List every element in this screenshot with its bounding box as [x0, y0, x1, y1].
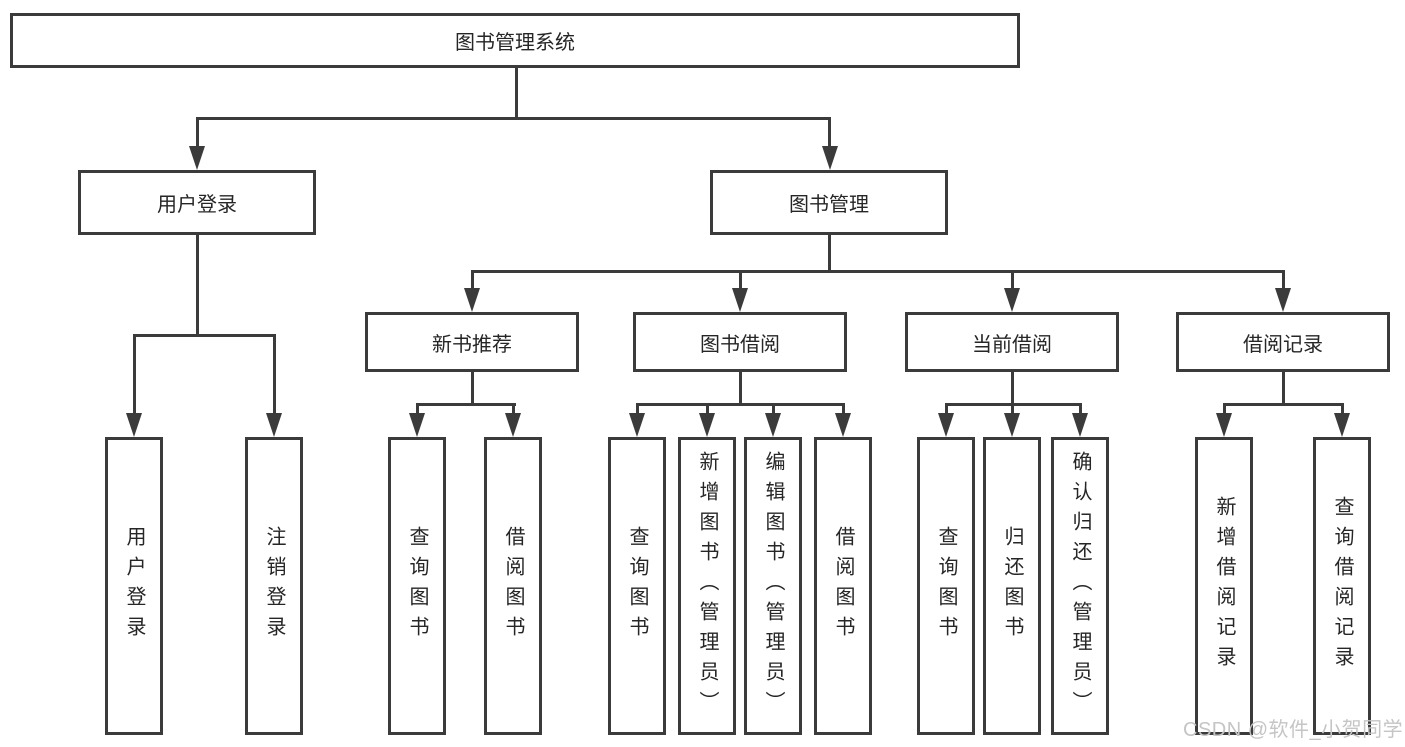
connector-drop — [1011, 403, 1014, 415]
arrowhead-down — [505, 413, 521, 437]
connector-recommend-rail — [416, 403, 516, 406]
arrowhead-down — [1004, 413, 1020, 437]
arrowhead-down — [409, 413, 425, 437]
node-current-borrow: 当前借阅 — [905, 312, 1119, 372]
node-new-book-recommend: 新书推荐 — [365, 312, 579, 372]
connector-drop — [1341, 403, 1344, 415]
arrowhead-down — [1216, 413, 1232, 437]
arrowhead-down — [835, 413, 851, 437]
connector-userlogin-stem — [196, 235, 199, 335]
connector-root-rail — [197, 117, 831, 120]
connector-recommend-stem — [471, 372, 474, 405]
arrowhead-down — [822, 146, 838, 170]
node-book-borrow: 图书借阅 — [633, 312, 847, 372]
connector-drop — [1011, 270, 1014, 290]
arrowhead-down — [464, 288, 480, 312]
arrowhead-down — [699, 413, 715, 437]
leaf-user-login: 用户登录 — [105, 437, 163, 735]
node-library-system: 图书管理系统 — [10, 13, 1020, 68]
connector-drop — [945, 403, 948, 415]
connector-drop — [1223, 403, 1226, 415]
connector-bookmgmt-rail — [471, 270, 1284, 273]
connector-records-stem — [1282, 372, 1285, 405]
arrowhead-down — [1275, 288, 1291, 312]
leaf-query-borrow-record: 查询借阅记录 — [1313, 437, 1371, 735]
leaf-add-book-admin: 新增图书（管理员） — [678, 437, 736, 735]
arrowhead-down — [1334, 413, 1350, 437]
arrowhead-down — [732, 288, 748, 312]
leaf-confirm-return-admin: 确认归还（管理员） — [1051, 437, 1109, 735]
connector-drop — [828, 117, 831, 147]
leaf-current-query-books: 查询图书 — [917, 437, 975, 735]
connector-drop — [739, 270, 742, 290]
arrowhead-down — [189, 146, 205, 170]
connector-borrow-rail — [636, 403, 845, 406]
arrowhead-down — [938, 413, 954, 437]
connector-bookmgmt-stem — [828, 235, 831, 273]
leaf-borrow-book: 借阅图书 — [814, 437, 872, 735]
connector-borrow-stem — [739, 372, 742, 405]
connector-drop — [273, 334, 276, 416]
arrowhead-down — [765, 413, 781, 437]
csdn-watermark: CSDN @软件_小贺同学 — [1183, 719, 1404, 741]
connector-userlogin-rail — [133, 334, 276, 337]
connector-drop — [706, 403, 709, 415]
leaf-recommend-borrow-books: 借阅图书 — [484, 437, 542, 735]
node-borrow-records: 借阅记录 — [1176, 312, 1390, 372]
node-book-management: 图书管理 — [710, 170, 948, 235]
arrowhead-down — [266, 413, 282, 437]
connector-drop — [772, 403, 775, 415]
connector-records-rail — [1223, 403, 1344, 406]
connector-drop — [1079, 403, 1082, 415]
connector-drop — [471, 270, 474, 290]
leaf-recommend-query-books: 查询图书 — [388, 437, 446, 735]
leaf-edit-book-admin: 编辑图书（管理员） — [744, 437, 802, 735]
connector-drop — [636, 403, 639, 415]
arrowhead-down — [629, 413, 645, 437]
connector-drop — [512, 403, 515, 415]
leaf-logout: 注销登录 — [245, 437, 303, 735]
connector-root-stem — [515, 68, 518, 118]
node-user-login: 用户登录 — [78, 170, 316, 235]
leaf-borrow-query-books: 查询图书 — [608, 437, 666, 735]
arrowhead-down — [1072, 413, 1088, 437]
connector-drop — [1282, 270, 1285, 290]
leaf-return-book: 归还图书 — [983, 437, 1041, 735]
connector-drop — [196, 117, 199, 147]
connector-drop — [842, 403, 845, 415]
connector-current-stem — [1011, 372, 1014, 405]
connector-drop — [416, 403, 419, 415]
connector-drop — [133, 334, 136, 416]
arrowhead-down — [126, 413, 142, 437]
arrowhead-down — [1004, 288, 1020, 312]
leaf-add-borrow-record: 新增借阅记录 — [1195, 437, 1253, 735]
